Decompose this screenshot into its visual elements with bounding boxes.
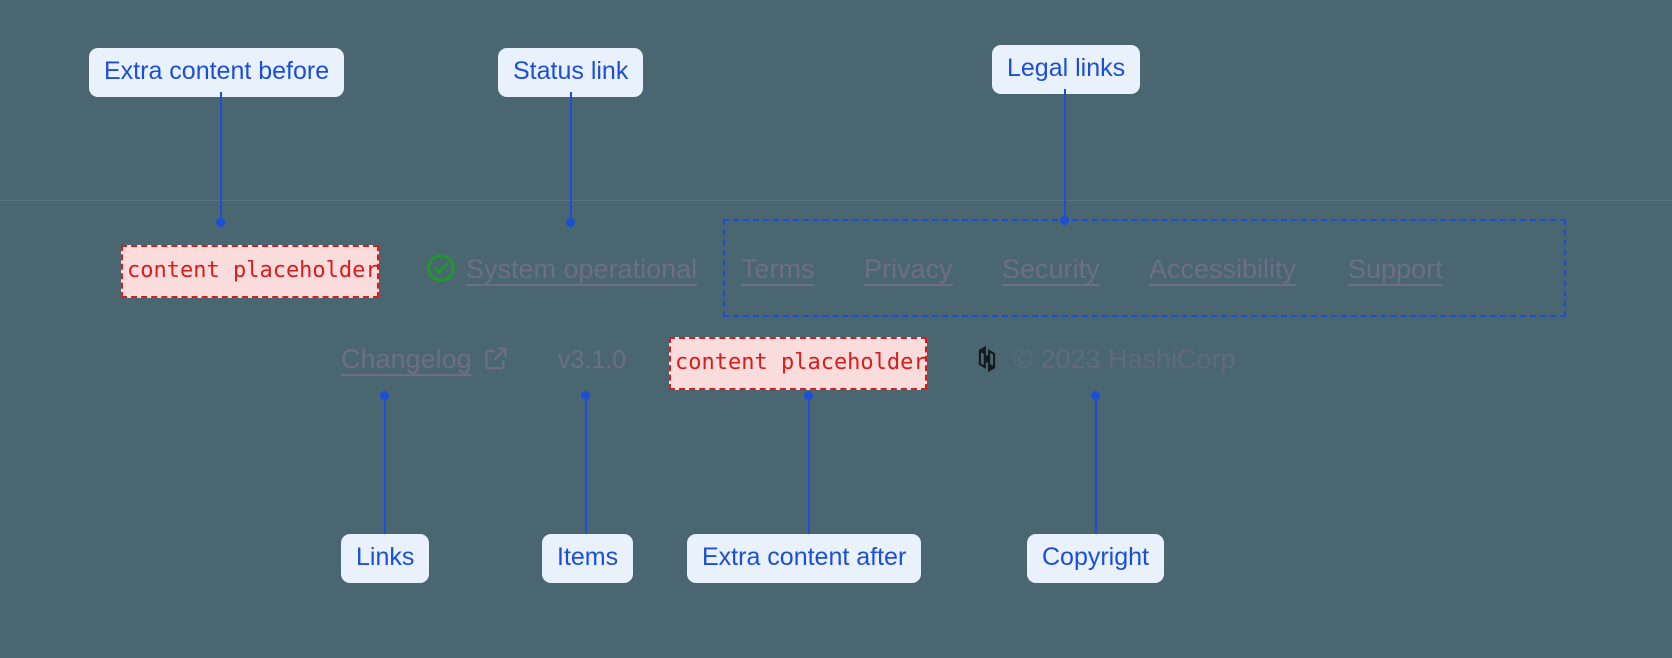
callout-items: Items [542, 534, 634, 583]
callout-legal-links: Legal links [992, 45, 1141, 94]
version-label: v3.1.0 [558, 346, 627, 374]
leader-line-items [585, 396, 587, 534]
hashicorp-logo [971, 343, 1003, 380]
leader-line-copyright [1095, 396, 1097, 534]
leader-dot-extra-content-after [804, 391, 813, 400]
leader-dot-copyright [1091, 391, 1100, 400]
leader-dot-links [380, 391, 389, 400]
leader-dot-extra-content-before [216, 218, 225, 227]
leader-line-status-link [570, 92, 572, 222]
check-circle-icon [425, 252, 457, 289]
leader-line-extra-content-before [220, 92, 222, 222]
external-link-icon[interactable] [482, 344, 510, 377]
legal-link-support[interactable]: Support [1348, 254, 1443, 284]
content-placeholder-before: content placeholder [121, 245, 379, 298]
legal-link-security[interactable]: Security [1002, 254, 1100, 284]
callout-extra-content-after: Extra content after [687, 534, 922, 583]
legal-link-terms[interactable]: Terms [741, 254, 815, 284]
status-link[interactable]: System operational [466, 254, 698, 284]
leader-dot-legal-links [1060, 216, 1069, 225]
section-divider [0, 200, 1672, 201]
legal-link-privacy[interactable]: Privacy [864, 254, 953, 284]
changelog-link[interactable]: Changelog [341, 344, 472, 374]
callout-status-link: Status link [498, 48, 644, 97]
leader-line-links [384, 396, 386, 534]
content-placeholder-after: content placeholder [669, 337, 927, 390]
leader-dot-items [581, 391, 590, 400]
copyright-text: © 2023 HashiCorp [1013, 344, 1236, 374]
leader-line-legal-links [1064, 89, 1066, 221]
legal-link-accessibility[interactable]: Accessibility [1149, 254, 1297, 284]
leader-line-extra-content-after [808, 396, 810, 534]
callout-extra-content-before: Extra content before [89, 48, 345, 97]
callout-copyright: Copyright [1027, 534, 1164, 583]
callout-links: Links [341, 534, 430, 583]
leader-dot-status-link [566, 218, 575, 227]
